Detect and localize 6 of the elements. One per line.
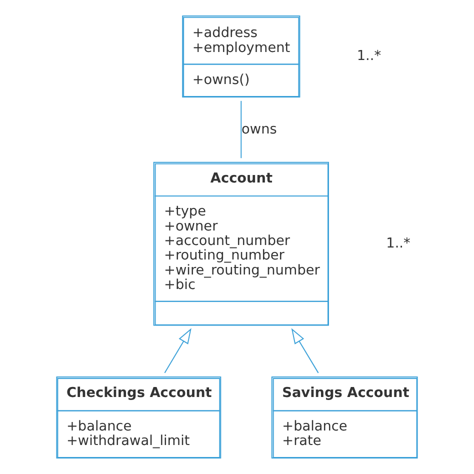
label: 1..*: [386, 235, 410, 252]
arrow: [291, 328, 319, 374]
connector: [240, 100, 242, 159]
arrow: [164, 328, 192, 374]
label: 1..*: [356, 48, 382, 64]
edge-label: owns: [242, 121, 277, 138]
